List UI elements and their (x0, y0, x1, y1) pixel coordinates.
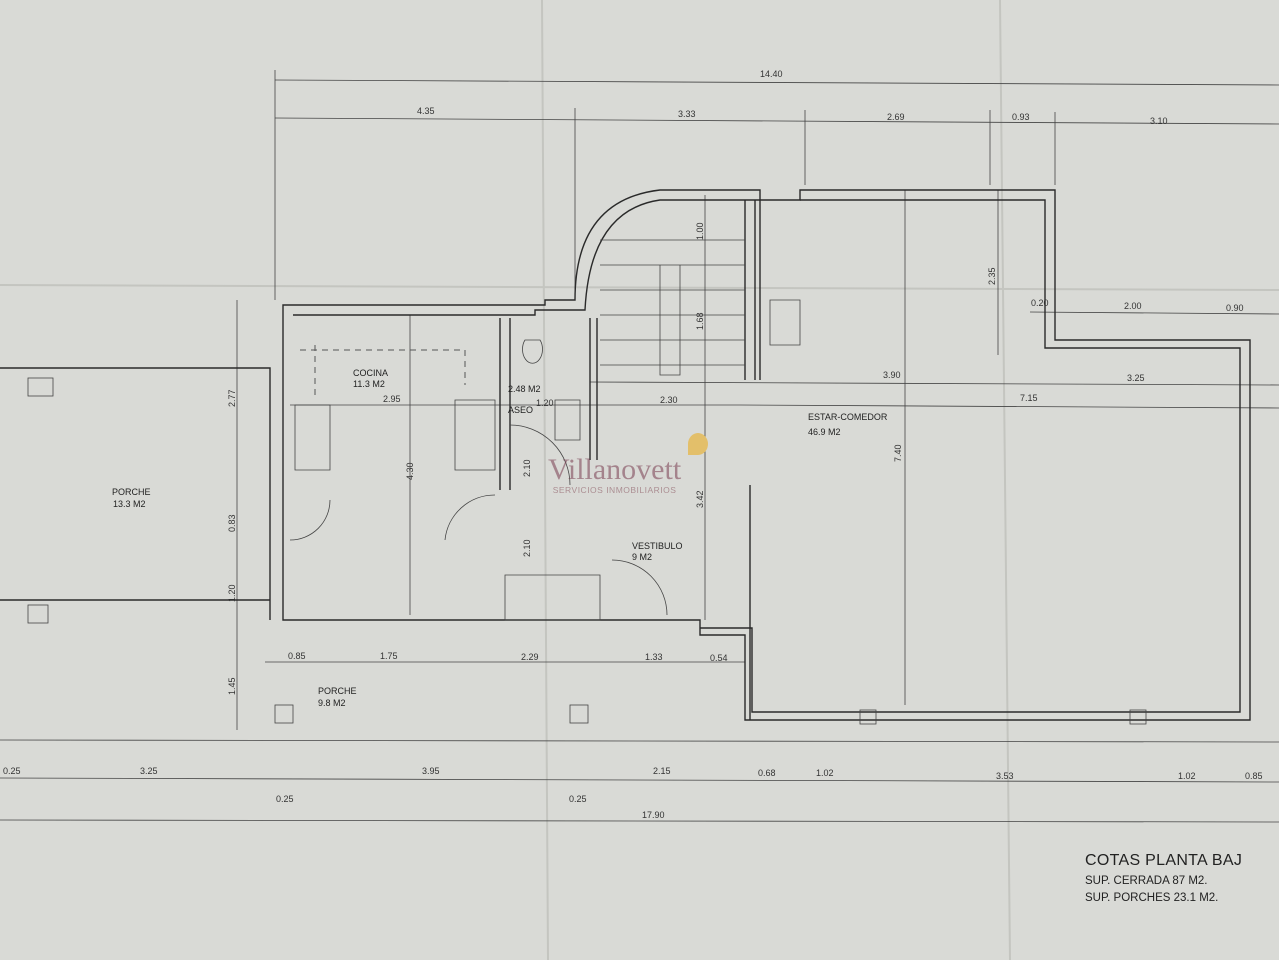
room-cocina-name: COCINA (353, 368, 388, 378)
room-estar-area: 46.9 M2 (808, 427, 841, 437)
dim-label: 2.00 (1124, 301, 1142, 311)
dim-label: 1.75 (380, 651, 398, 661)
porch-area: SUP. PORCHES 23.1 M2. (1085, 892, 1219, 904)
dim-label: 3.10 (1150, 116, 1168, 126)
dim-label: 7.15 (1020, 393, 1038, 403)
dim-label: 1.02 (1178, 771, 1196, 781)
dim-label: 7.40 (893, 444, 903, 462)
dim-label: 0.25 (276, 794, 294, 804)
dim-label: 0.85 (288, 651, 306, 661)
dim-label: 0.25 (569, 794, 587, 804)
plan-title: COTAS PLANTA BAJ (1085, 852, 1243, 869)
room-vestibulo-name: VESTIBULO (632, 541, 683, 551)
room-aseo-area: 2.48 M2 (508, 384, 541, 394)
dim-label: 0.85 (1245, 771, 1263, 781)
room-porche-front-name: PORCHE (318, 686, 357, 696)
dim-label: 1.45 (227, 677, 237, 695)
dim-label: 0.54 (710, 653, 728, 663)
dim-label: 3.53 (996, 771, 1014, 781)
dim-label: 3.90 (883, 370, 901, 380)
dim-label: 3.25 (1127, 373, 1145, 383)
dim-label: 0.83 (227, 514, 237, 532)
dim-label: 4.35 (417, 106, 435, 116)
dim-label: 17.90 (642, 810, 665, 820)
room-aseo-name: ASEO (508, 405, 533, 415)
room-cocina-area: 11.3 M2 (353, 379, 385, 389)
dim-label: 0.68 (758, 768, 776, 778)
room-porche-left-name: PORCHE (112, 487, 151, 497)
dim-label: 0.90 (1226, 303, 1244, 313)
dim-label: 2.10 (522, 459, 532, 477)
dim-label: 1.68 (695, 312, 705, 330)
dim-label: 3.42 (695, 490, 705, 508)
title-block: COTAS PLANTA BAJ SUP. CERRADA 87 M2. SUP… (1085, 852, 1242, 904)
watermark-logo-icon (688, 433, 708, 455)
dim-label: 1.00 (695, 222, 705, 240)
walls (0, 189, 1251, 725)
dim-label: 2.35 (987, 267, 997, 285)
dim-label: 14.40 (760, 69, 783, 79)
dim-label: 0.93 (1012, 112, 1030, 122)
dim-label: 1.02 (816, 768, 834, 778)
room-porche-left-area: 13.3 M2 (113, 499, 146, 509)
dim-label: 4.30 (405, 462, 415, 480)
dim-label: 3.33 (678, 109, 696, 119)
dim-label: 2.10 (522, 539, 532, 557)
room-estar-name: ESTAR-COMEDOR (808, 412, 888, 422)
dim-label: 1.33 (645, 652, 663, 662)
dim-label: 2.77 (227, 389, 237, 407)
watermark-subtitle: SERVICIOS INMOBILIARIOS (552, 485, 677, 495)
room-porche-front-area: 9.8 M2 (318, 698, 346, 708)
watermark-name: Villanovett (548, 453, 682, 486)
dim-label: 3.25 (140, 766, 158, 776)
dim-label: 1.20 (227, 584, 237, 602)
dim-label: 2.95 (383, 394, 401, 404)
dim-label: 2.69 (887, 112, 905, 122)
dim-label: 2.30 (660, 395, 678, 405)
dim-label: 0.20 (1031, 298, 1049, 308)
watermark: Villanovett SERVICIOS INMOBILIARIOS (548, 433, 708, 495)
dim-label: 2.29 (521, 652, 539, 662)
room-labels: PORCHE 13.3 M2 COCINA 11.3 M2 2.48 M2 AS… (112, 368, 888, 708)
dimension-lines (0, 70, 1279, 823)
dim-label: 3.95 (422, 766, 440, 776)
closed-area: SUP. CERRADA 87 M2. (1085, 875, 1208, 887)
room-vestibulo-area: 9 M2 (632, 552, 652, 562)
dimension-labels: 14.40 4.35 3.33 2.69 0.93 3.10 2.35 0.20… (3, 69, 1263, 820)
dim-label: 0.25 (3, 766, 21, 776)
dim-label: 1.20 (536, 398, 554, 408)
dim-label: 2.15 (653, 766, 671, 776)
